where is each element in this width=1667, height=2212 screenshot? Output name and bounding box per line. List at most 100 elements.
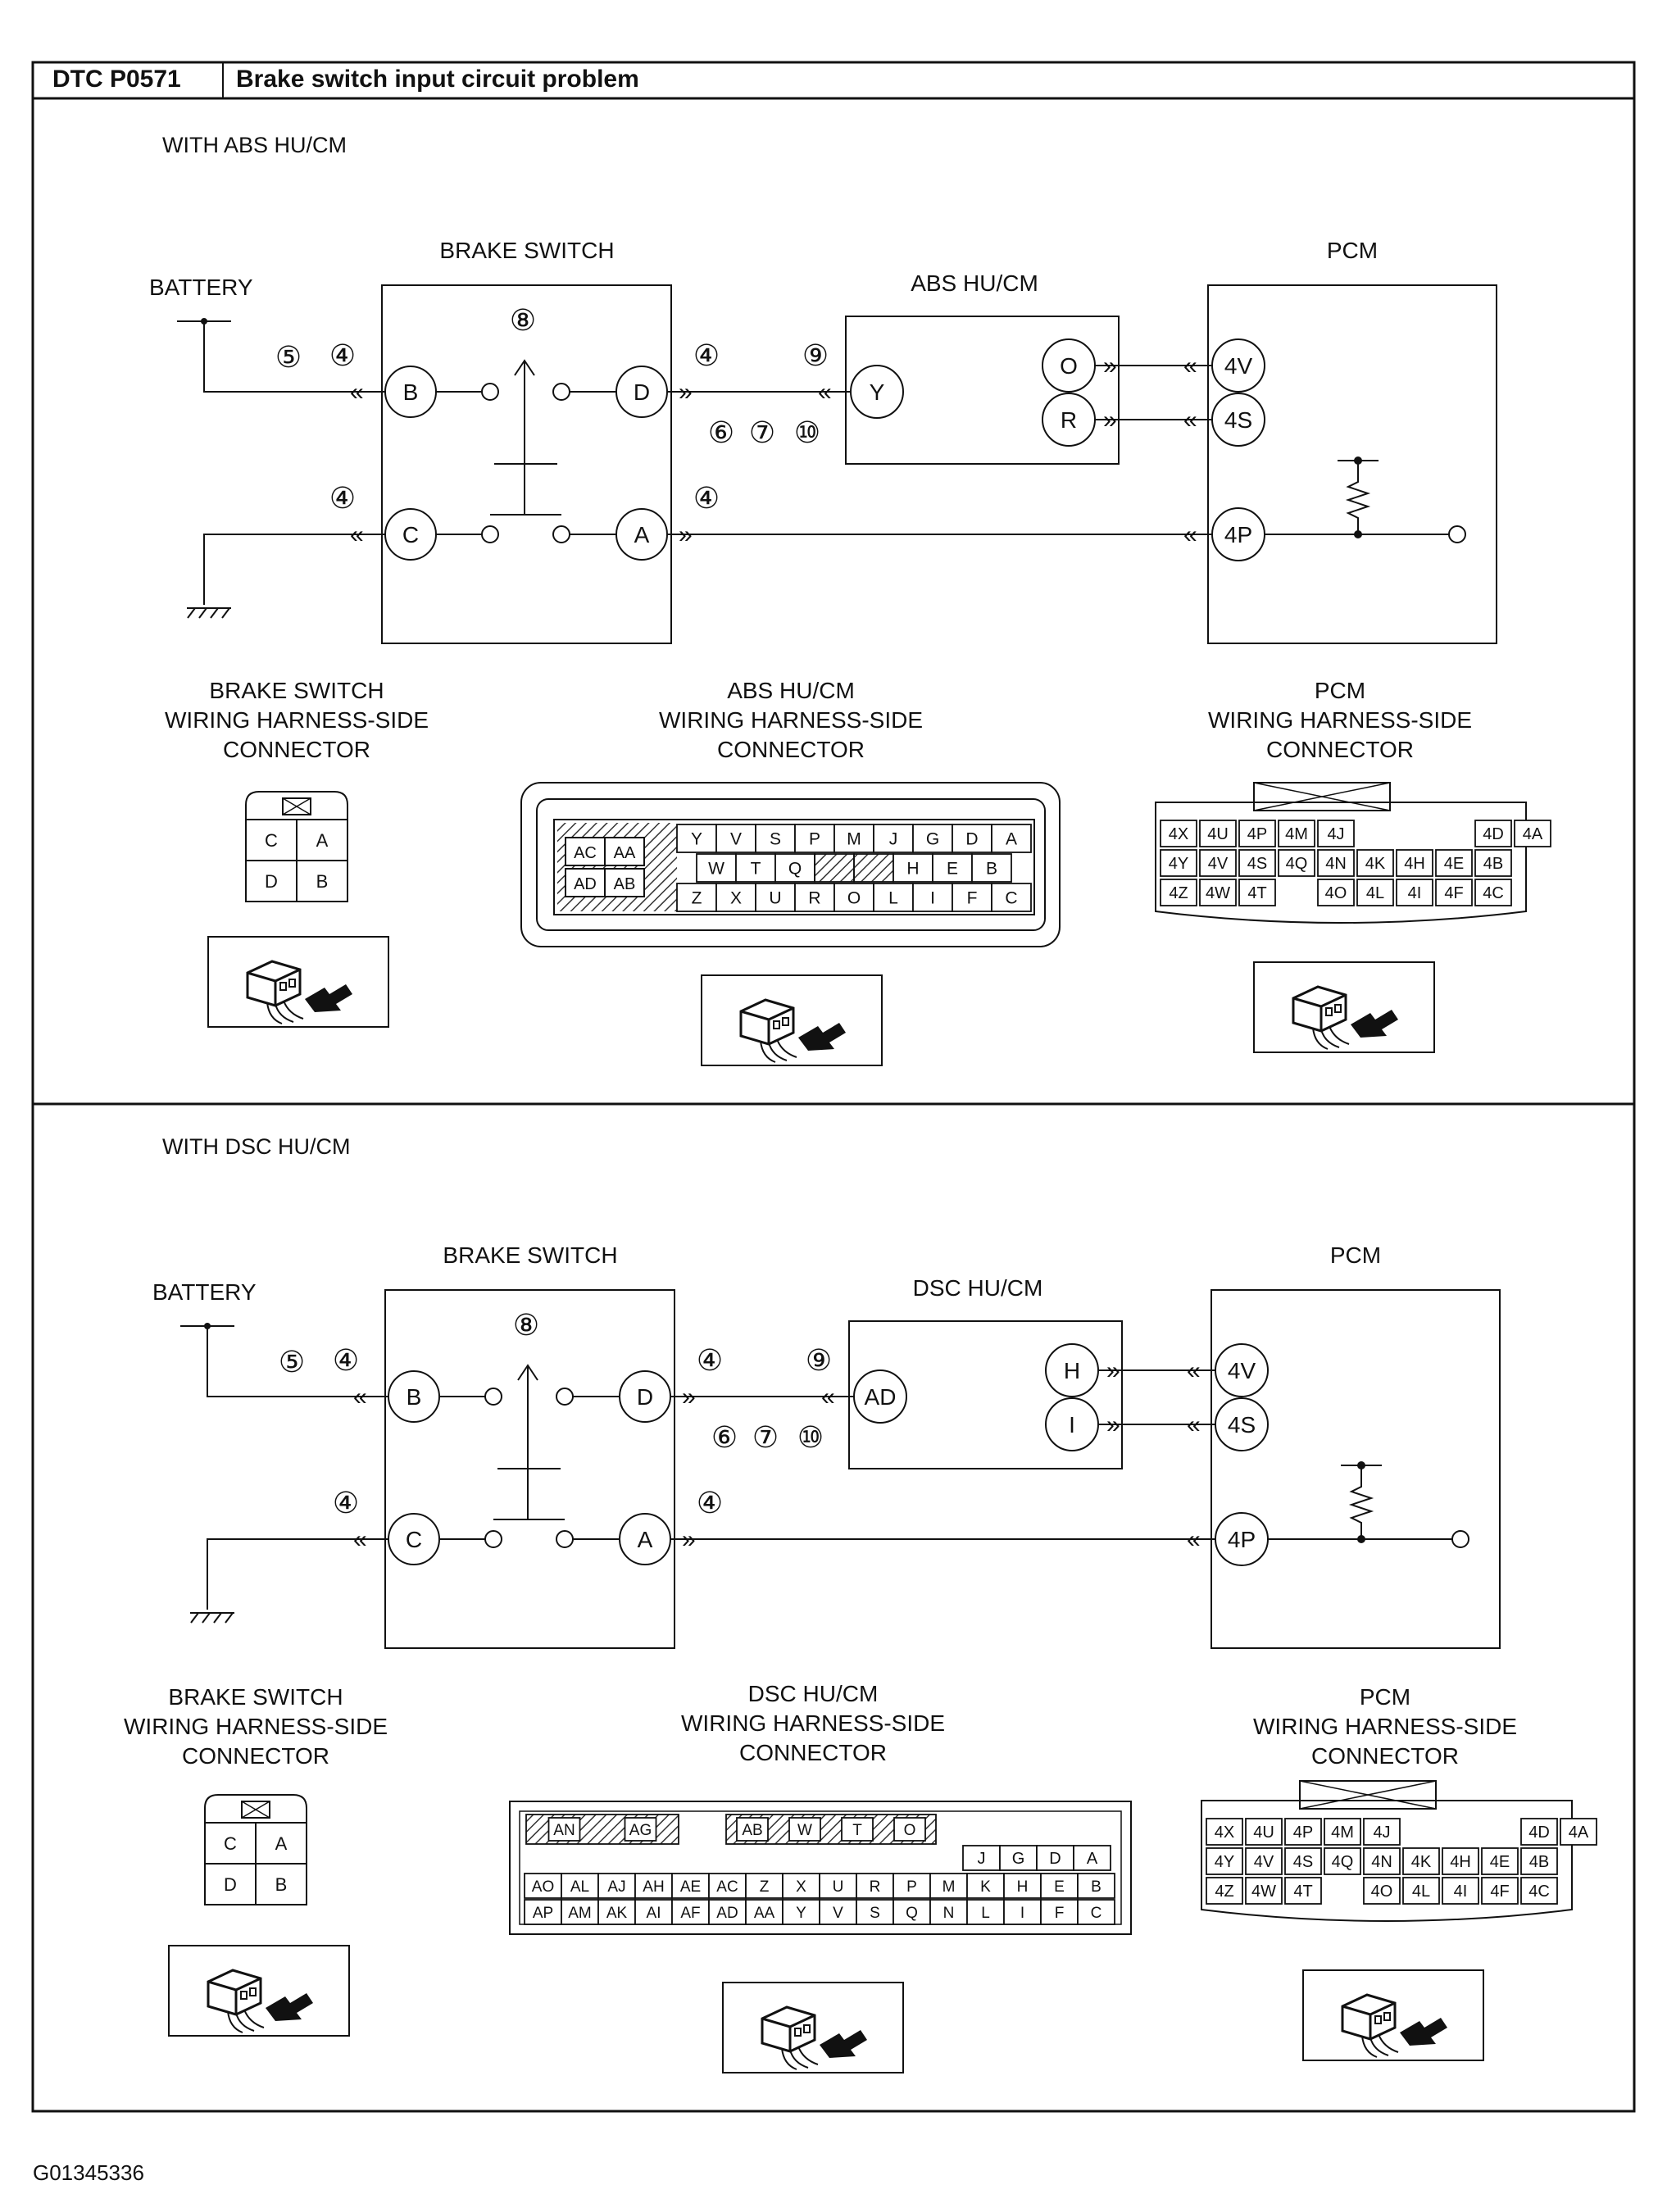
pin-label: 4W	[1251, 1883, 1276, 1901]
pin-cell	[676, 883, 717, 912]
pin-label: AM	[568, 1905, 592, 1922]
connector-view-icon	[701, 974, 883, 1066]
connector-title: CONNECTOR	[739, 1740, 887, 1765]
pin-label: 4K	[1365, 855, 1386, 873]
pin-cell	[604, 837, 645, 866]
pin-cell	[1514, 820, 1551, 847]
pin-cell	[1160, 820, 1197, 847]
arrow-a-out: »	[679, 521, 693, 548]
pin-cell	[1324, 1818, 1361, 1846]
pin-label: D	[265, 871, 278, 892]
module-box	[845, 316, 1120, 465]
pin-label: B	[316, 871, 329, 892]
pin-cell	[1317, 879, 1355, 906]
pin-label: G	[926, 830, 939, 849]
pin-label: P	[809, 830, 820, 849]
pin-cell	[1206, 1877, 1243, 1905]
contact-b	[481, 383, 499, 401]
pin-cell	[873, 883, 914, 912]
pin-label: Q	[906, 1905, 918, 1922]
battery-label: BATTERY	[149, 275, 253, 300]
step-marker-7: ⑦	[752, 1420, 779, 1454]
pin-label: Q	[788, 860, 802, 879]
pin-label: AI	[647, 1905, 661, 1922]
pin-label: 4U	[1253, 1824, 1274, 1842]
pin-label: B	[1091, 1878, 1101, 1896]
terminal-d-label: D	[634, 379, 650, 405]
ground-hatch-2	[202, 1612, 211, 1624]
pin-cell	[1284, 1818, 1322, 1846]
pin-label: AH	[643, 1878, 664, 1896]
connector-title: CONNECTOR	[1266, 737, 1414, 762]
pin-label: AG	[629, 1822, 652, 1839]
pin-label: AA	[614, 844, 636, 862]
pin-cell	[971, 853, 1012, 883]
module-terminal-out1-label: H	[1064, 1358, 1080, 1383]
pin-cell	[1160, 849, 1197, 877]
dtc-code: DTC P0571	[52, 66, 181, 93]
step-marker-4-b: ④	[333, 1343, 359, 1377]
pin-label: 4Q	[1286, 855, 1308, 873]
pcm-terminal-1-label: 4V	[1228, 1358, 1256, 1383]
step-marker-6: ⑥	[711, 1420, 738, 1454]
pin-label: W	[708, 860, 724, 879]
pin-label: H	[1017, 1878, 1029, 1896]
pin-cell	[1474, 820, 1512, 847]
pin-cell	[715, 824, 756, 853]
contact-d	[552, 383, 570, 401]
pcm-internal-terminal	[1451, 1530, 1469, 1548]
pin-label: N	[943, 1905, 955, 1922]
pin-label: S	[770, 830, 781, 849]
pin-cell	[1396, 849, 1433, 877]
brake-switch-title: BRAKE SWITCH	[443, 1242, 617, 1268]
pin-label: C	[1091, 1905, 1102, 1922]
arrow-pcm2: «	[1183, 407, 1197, 434]
ground-hatch-3	[213, 1612, 222, 1624]
pin-label: 4B	[1529, 1853, 1549, 1871]
pin-label: 4Y	[1169, 855, 1188, 873]
pcm-box	[1211, 1289, 1501, 1649]
connector-view-icon	[168, 1945, 350, 2037]
ground-hatch-2	[198, 607, 207, 619]
module-terminal-out2-label: R	[1061, 407, 1077, 433]
arrow-pcm2: «	[1187, 1411, 1201, 1438]
brake-switch-connector: C A D B	[204, 1794, 307, 1905]
terminal-b-label: B	[407, 1384, 422, 1410]
connector-lock	[282, 797, 311, 815]
resistor-symbol	[1348, 1465, 1374, 1539]
connector-outline	[1155, 802, 1527, 924]
pin-label: AD	[716, 1905, 738, 1922]
pin-label: 4Y	[1215, 1853, 1234, 1871]
pin-cell	[696, 853, 737, 883]
pin-label: J	[889, 830, 898, 849]
pin-label: U	[769, 889, 781, 908]
pin-label: L	[888, 889, 898, 908]
pin-cell	[1481, 1877, 1519, 1905]
pin-label: 4S	[1293, 1853, 1313, 1871]
pin-label: I	[1020, 1905, 1024, 1922]
pin-label: 4I	[1408, 884, 1422, 902]
connector-lock-x2	[1299, 1780, 1437, 1810]
pin-cell	[1520, 1847, 1558, 1875]
pin-label: A	[316, 830, 329, 851]
connector-shell-outer	[520, 782, 1061, 947]
arrow-b: «	[350, 379, 364, 406]
arrow-d-out: »	[682, 1383, 696, 1410]
pcm-title: PCM	[1330, 1242, 1381, 1268]
pin-label: 4T	[1293, 1883, 1312, 1901]
pin-label: AD	[574, 875, 597, 893]
connector-view-icon	[722, 1982, 904, 2073]
pin-label: 4D	[1483, 825, 1504, 843]
pin-cell	[1520, 1877, 1558, 1905]
pin-cell	[1402, 1847, 1440, 1875]
pin-label: X	[730, 889, 742, 908]
pin-label: K	[980, 1878, 991, 1896]
pin-cell	[834, 824, 874, 853]
pin-label: 4K	[1411, 1853, 1432, 1871]
pin-label: Y	[691, 830, 702, 849]
module-box	[848, 1320, 1123, 1469]
